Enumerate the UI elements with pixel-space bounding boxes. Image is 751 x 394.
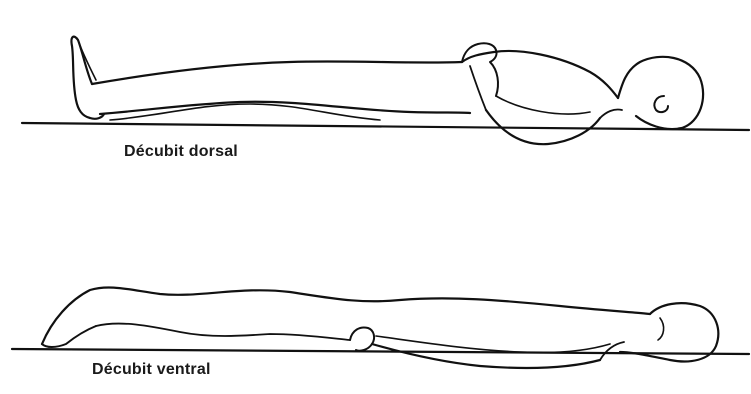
torso-under-contour (376, 336, 610, 353)
arm-contour (372, 344, 600, 368)
face-contour (658, 318, 664, 340)
back-contour (42, 287, 650, 344)
hand-contour (350, 328, 374, 351)
label-decubit-ventral: Décubit ventral (92, 361, 211, 379)
leg-front-contour (96, 324, 350, 340)
